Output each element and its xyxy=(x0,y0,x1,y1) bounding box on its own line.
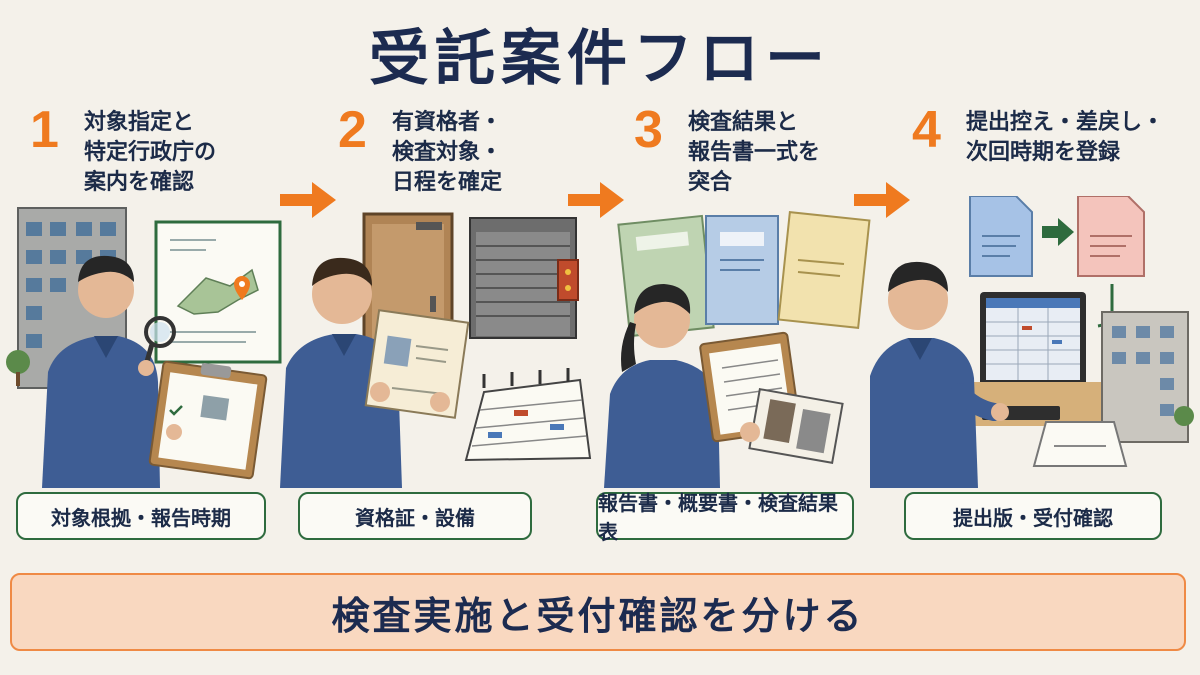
desk-name-card-icon xyxy=(1032,421,1128,467)
tree-icon xyxy=(6,350,30,386)
step-number: 2 xyxy=(338,101,367,159)
worker-person-icon xyxy=(870,261,1009,488)
fire-shutter-icon xyxy=(469,217,579,339)
illustration-report-check xyxy=(604,211,871,488)
step-description: 対象指定と 特定行政庁の 案内を確認 xyxy=(84,110,217,195)
calendar-icon xyxy=(464,368,592,462)
step-description: 提出控え・差戻し・ 次回時期を登録 xyxy=(966,110,1165,165)
step-description: 検査結果と 報告書一式を 突合 xyxy=(688,110,821,195)
step-number: 4 xyxy=(912,101,941,159)
illustration-registration xyxy=(870,196,1194,488)
step-3-output-label: 報告書・概要書・検査結果表 xyxy=(596,491,854,544)
flow-arrow-icon xyxy=(568,182,624,218)
step-4-output-label: 提出版・受付確認 xyxy=(904,492,1162,540)
step-2-output-label: 資格証・設備 xyxy=(298,492,532,540)
office-building-icon xyxy=(1101,311,1194,443)
step-description: 有資格者・ 検査対象・ 日程を確定 xyxy=(392,110,503,195)
arrow-right-icon xyxy=(1042,218,1074,246)
clipboard-icon xyxy=(148,360,268,480)
computer-monitor-icon xyxy=(980,292,1086,404)
inspection-photo-icon xyxy=(740,388,844,464)
illustration-schedule xyxy=(280,212,592,488)
flow-arrow-icon xyxy=(854,182,910,218)
qualification-certificate-icon xyxy=(364,309,470,419)
illustration-target-check xyxy=(6,207,282,488)
step-number: 3 xyxy=(634,101,663,159)
map-document-icon xyxy=(154,220,282,364)
document-blue-icon xyxy=(969,196,1033,277)
page-title: 受託案件フロー xyxy=(369,24,831,94)
step-number: 1 xyxy=(30,101,59,159)
flow-arrow-icon xyxy=(280,182,336,218)
report-yellow-icon xyxy=(777,211,871,329)
inspector-person-icon xyxy=(42,255,176,488)
inspector-person-icon xyxy=(604,284,720,488)
report-blue-icon xyxy=(705,215,779,325)
step-1-output-label: 対象根拠・報告時期 xyxy=(16,492,266,540)
document-pink-icon xyxy=(1077,196,1145,277)
summary-banner: 検査実施と受付確認を分ける xyxy=(10,573,1186,651)
